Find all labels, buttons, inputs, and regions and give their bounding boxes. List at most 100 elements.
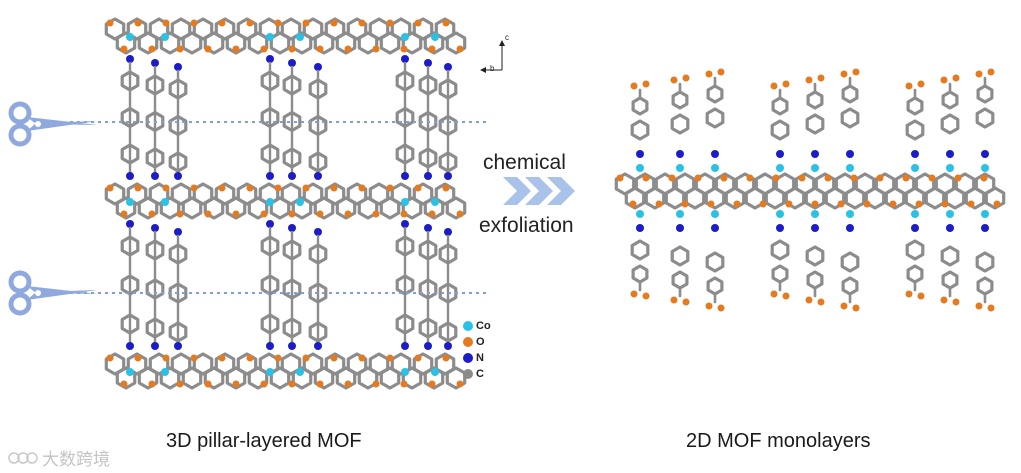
oxygen-atom [987, 304, 995, 312]
carbon-ring [631, 96, 649, 116]
oxygen-atom [246, 19, 254, 27]
oxygen-atom [733, 200, 741, 208]
nitrogen-atom [288, 342, 296, 350]
carbon-ring [324, 352, 346, 376]
cobalt-atom [161, 198, 169, 206]
legend-dot [463, 321, 473, 331]
carbon-ring [145, 147, 165, 169]
nitrogen-atom [174, 228, 182, 236]
oxygen-atom [246, 354, 254, 362]
oxygen-atom [682, 298, 690, 306]
scissors-icon [8, 270, 98, 316]
oxygen-atom [940, 76, 948, 84]
nitrogen-atom [314, 63, 322, 71]
carbon-ring [280, 182, 302, 206]
carbon-ring [940, 245, 960, 267]
carbon-ring [706, 276, 724, 296]
nitrogen-atom [981, 224, 989, 232]
oxygen-atom [805, 296, 813, 304]
nitrogen-atom [174, 63, 182, 71]
carbon-ring [120, 235, 140, 257]
carbon-ring [346, 17, 368, 41]
cobalt-atom [911, 164, 919, 172]
oxygen-atom [980, 174, 988, 182]
nitrogen-atom [636, 150, 644, 158]
legend-dot [463, 369, 473, 379]
watermark-text: 大数跨境 [42, 450, 110, 470]
oxygen-atom [120, 380, 128, 388]
oxygen-atom [917, 80, 925, 88]
oxygen-atom [190, 354, 198, 362]
carbon-ring [120, 274, 140, 296]
oxygen-atom [798, 174, 806, 182]
oxygen-atom [316, 380, 324, 388]
nitrogen-atom [444, 172, 452, 180]
carbon-ring [418, 278, 438, 300]
triple-chevron-arrow-icon [503, 177, 575, 205]
carbon-ring [346, 352, 368, 376]
oxygen-atom [817, 74, 825, 82]
oxygen-atom [630, 290, 638, 298]
cobalt-atom [636, 210, 644, 218]
carbon-ring [308, 282, 328, 304]
carbon-ring [395, 274, 415, 296]
carbon-ring [282, 74, 302, 96]
cobalt-atom [161, 33, 169, 41]
nitrogen-atom [444, 63, 452, 71]
ligand-arm [705, 68, 725, 312]
oxygen-atom [204, 45, 212, 53]
nitrogen-atom [266, 342, 274, 350]
oxygen-atom [386, 19, 394, 27]
legend-item-n: N [463, 352, 484, 364]
carbon-ring [324, 182, 346, 206]
oxygen-atom [330, 184, 338, 192]
oxygen-atom [302, 184, 310, 192]
oxygen-atom [204, 210, 212, 218]
nitrogen-atom [711, 150, 719, 158]
carbon-ring [941, 270, 959, 290]
oxygen-atom [720, 174, 728, 182]
cobalt-atom [431, 368, 439, 376]
ligand-arm [805, 74, 825, 306]
oxygen-atom [344, 45, 352, 53]
nitrogen-atom [676, 224, 684, 232]
carbon-ring [280, 17, 302, 41]
oxygen-atom [302, 19, 310, 27]
carbon-ring [906, 96, 924, 116]
nitrogen-atom [981, 150, 989, 158]
carbon-ring [104, 17, 126, 41]
nitrogen-atom [174, 342, 182, 350]
carbon-ring [806, 90, 824, 110]
oxygen-atom [442, 184, 450, 192]
legend-label: Co [476, 320, 491, 332]
oxygen-atom [770, 82, 778, 90]
carbon-ring [126, 17, 148, 41]
oxygen-atom [260, 210, 268, 218]
nitrogen-atom [151, 59, 159, 67]
cobalt-atom [126, 198, 134, 206]
oxygen-atom [344, 380, 352, 388]
nitrogen-atom [424, 172, 432, 180]
oxygen-atom [782, 80, 790, 88]
watermark-logo-icon [8, 451, 38, 464]
carbon-ring [168, 151, 188, 173]
oxygen-atom [952, 74, 960, 82]
oxygen-atom [288, 45, 296, 53]
nitrogen-atom [266, 220, 274, 228]
oxygen-atom [852, 304, 860, 312]
carbon-ring [438, 243, 458, 265]
carbon-ring [260, 70, 280, 92]
cobalt-atom [431, 33, 439, 41]
oxygen-atom [176, 380, 184, 388]
nitrogen-atom [126, 172, 134, 180]
axis-label-c: c [505, 33, 509, 42]
process-label-line2: exfoliation [479, 214, 574, 237]
oxygen-atom [148, 210, 156, 218]
oxygen-atom [616, 174, 624, 182]
legend-label: C [476, 368, 484, 380]
oxygen-atom [456, 45, 464, 53]
oxygen-atom [905, 290, 913, 298]
cobalt-atom [981, 164, 989, 172]
oxygen-atom [218, 19, 226, 27]
carbon-ring [941, 90, 959, 110]
